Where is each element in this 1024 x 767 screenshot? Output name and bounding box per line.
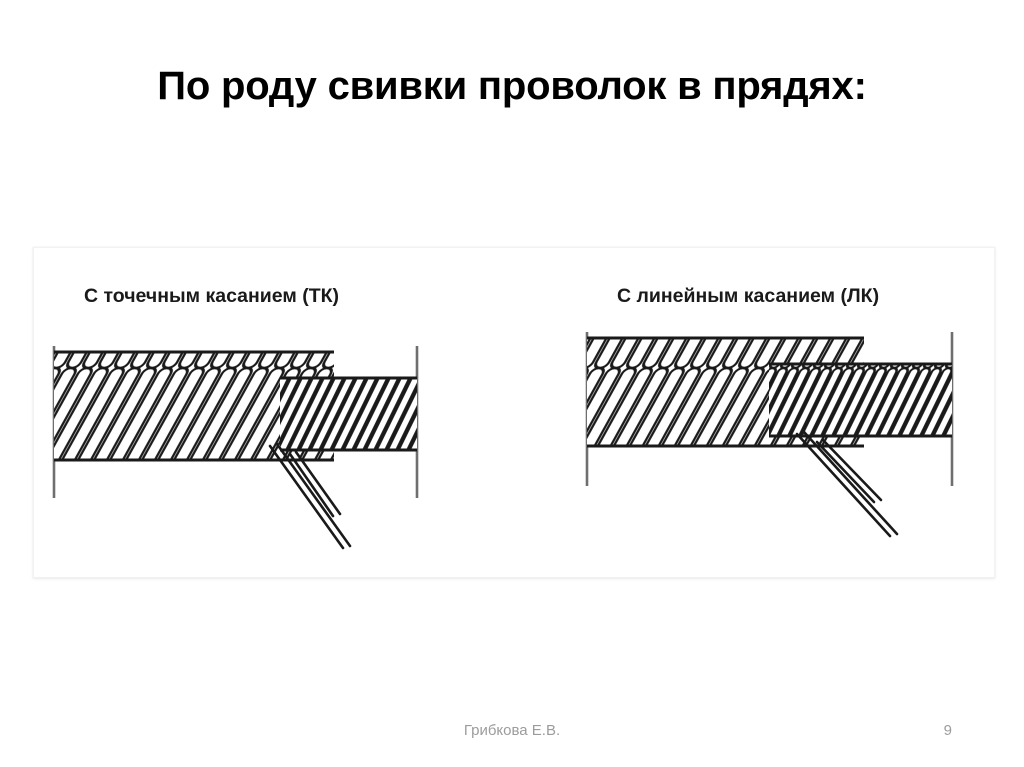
unravelled-wire-tails-lk xyxy=(795,430,899,538)
rope-lay-diagram: С точечным касанием (ТК) xyxy=(52,285,954,550)
rope-thin-section-tk xyxy=(280,376,417,452)
caption-line-contact: С линейным касанием (ЛК) xyxy=(617,285,879,307)
footer-author: Грибкова Е.В. xyxy=(463,722,561,739)
caption-point-contact: С точечным касанием (ТК) xyxy=(84,285,339,307)
page-title: По роду свивки проволок в прядях: xyxy=(157,64,867,108)
footer-page-number: 9 xyxy=(943,722,952,739)
rope-thin-section-lk xyxy=(769,362,952,438)
figure-panel: С точечным касанием (ТК) xyxy=(33,247,995,578)
unravelled-wire-tails-tk xyxy=(268,442,352,550)
diagram-point-contact: С точечным касанием (ТК) xyxy=(52,285,419,550)
diagram-line-contact: С линейным касанием (ЛК) xyxy=(585,285,954,538)
